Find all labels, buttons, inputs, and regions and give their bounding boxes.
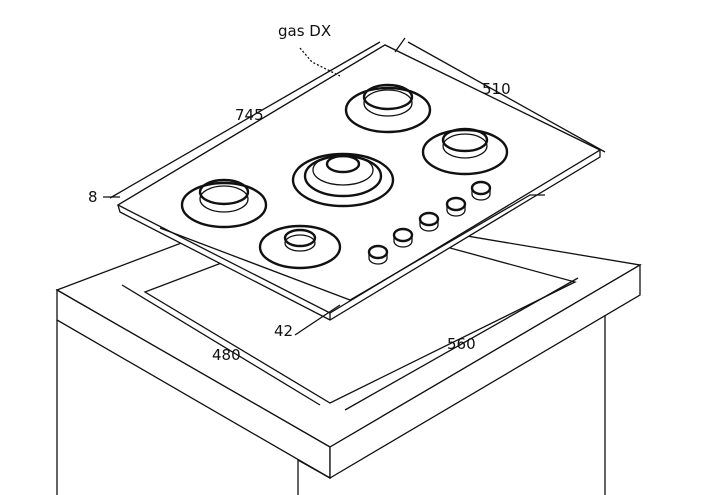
burner-right: [421, 127, 509, 176]
gas-connection-label: gas DX: [278, 22, 331, 40]
burner-wok: [291, 152, 395, 208]
hob-depth-label: 510: [482, 80, 511, 98]
knob-2: [392, 227, 414, 248]
knob-1: [367, 244, 389, 265]
knob-4: [445, 196, 467, 217]
cutout-depth-label: 480: [212, 346, 241, 364]
hob-thickness-label: 8: [88, 188, 98, 206]
under-height-label: 42: [274, 322, 293, 340]
cutout-width-label: 560: [447, 335, 476, 353]
burner-left: [180, 178, 268, 229]
burner-back: [344, 83, 432, 134]
knob-3: [418, 211, 440, 232]
burner-front: [258, 224, 342, 270]
control-knobs: [367, 180, 492, 265]
hob-width-label: 745: [235, 106, 264, 124]
dimension-lines: [103, 37, 606, 411]
countertop: [55, 204, 642, 495]
knob-5: [470, 180, 492, 201]
